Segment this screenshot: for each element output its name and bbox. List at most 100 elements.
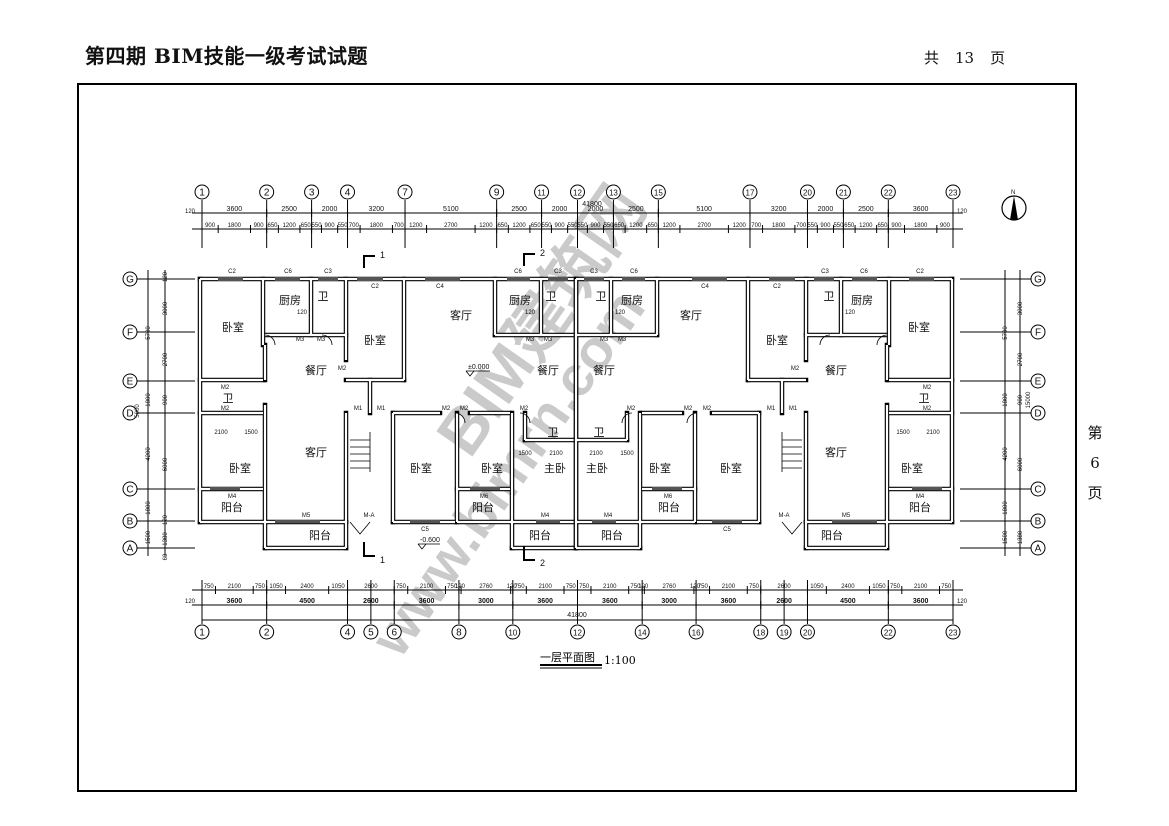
- dim-top-detail-value: 1800: [228, 223, 242, 229]
- dim-top-detail-value: 650: [614, 223, 625, 229]
- dim-top-axes-value: 5100: [443, 206, 459, 213]
- dim-bottom-detail-value: 2100: [420, 584, 434, 590]
- dim-left-inner: 6000: [163, 457, 169, 471]
- dim-bottom-detail-value: 750: [749, 584, 760, 590]
- plan-tag: M1: [789, 406, 798, 412]
- room-label: 卧室: [901, 461, 923, 475]
- axis-bottom-5: 5: [368, 628, 374, 639]
- total-prefix: 共: [924, 49, 940, 67]
- dim-bottom-detail-value: 2100: [228, 584, 242, 590]
- room-label: 餐厅: [537, 363, 559, 377]
- room-label: 阳台: [601, 528, 623, 542]
- axis-bottom-1: 1: [199, 628, 205, 639]
- dim-bottom-detail-value: 120: [690, 584, 701, 590]
- axis-bottom-12: 12: [573, 629, 582, 638]
- dim-bottom-detail-value: 750: [447, 584, 458, 590]
- dim-top-axes-value: 2000: [818, 206, 834, 213]
- dim-top-detail-value: 650: [268, 223, 279, 229]
- dim-left-extra: 5000: [135, 404, 141, 418]
- dim-top-axes-value: 3600: [227, 206, 243, 213]
- dim-bottom-detail-value: 2100: [722, 584, 736, 590]
- axis-row-left-B: B: [127, 517, 134, 528]
- axis-row-left-C-bubble: [122, 481, 138, 497]
- plan-tag: C2: [773, 284, 781, 290]
- dim-left-outer: 1800: [146, 501, 152, 515]
- axis-top-3-bubble: [304, 184, 320, 200]
- dim-top-end-left: 120: [185, 209, 196, 215]
- axis-row-left-E: E: [127, 377, 134, 388]
- plan-tag: 1500: [518, 451, 532, 457]
- dim-top-detail-value: 900: [555, 223, 566, 229]
- plan-tag: M5: [842, 513, 851, 519]
- dim-top-axes-value: 2500: [628, 206, 644, 213]
- window: [769, 277, 795, 281]
- dim-bottom-detail-value: 1050: [872, 584, 886, 590]
- dim-left-outer: 1800: [146, 393, 152, 407]
- dim-top-axes-value: 2500: [281, 206, 297, 213]
- door-swing: [264, 334, 276, 346]
- axis-row-right-G: G: [1034, 275, 1042, 286]
- plan-tag: 120: [525, 310, 536, 316]
- dim-bottom-axes-value: 3600: [419, 598, 435, 605]
- dim-bottom-detail-value: 2400: [300, 584, 314, 590]
- room-label: 卧室: [364, 333, 386, 347]
- dim-bottom-axes-value: 4500: [840, 598, 856, 605]
- north-label: N: [1011, 190, 1015, 196]
- plan-tag: C3: [590, 269, 598, 275]
- plan-tag: M4: [604, 513, 613, 519]
- dim-bottom-axes-value: 4500: [299, 598, 315, 605]
- axis-row-right-A: A: [1035, 544, 1042, 555]
- plan-tag: C4: [701, 284, 709, 290]
- window: [275, 277, 300, 281]
- plan-tag: M1: [377, 406, 386, 412]
- axis-bottom-14-bubble: [634, 624, 650, 640]
- dim-left-inner: 900: [163, 394, 169, 405]
- plan-tag: M2: [791, 366, 800, 372]
- plan-tag: C3: [324, 269, 332, 275]
- room-label: 阳台: [821, 528, 843, 542]
- plan-tag: M1: [354, 406, 363, 412]
- plan-tag: C2: [916, 269, 924, 275]
- axis-top-9-bubble: [489, 184, 505, 200]
- axis-bottom-12-bubble: [570, 624, 585, 640]
- floor-level: ±0.000: [468, 364, 489, 371]
- dim-top-detail-value: 550: [568, 223, 579, 229]
- axis-bottom-19-bubble: [776, 624, 792, 640]
- axis-bottom-6-bubble: [386, 624, 402, 640]
- door-swing: [686, 412, 698, 424]
- dim-top-detail-value: 1800: [370, 223, 384, 229]
- axis-row-left-C: C: [126, 485, 133, 496]
- dim-right-total: 15000: [1026, 391, 1032, 408]
- axis-top-22: 22: [884, 189, 893, 198]
- plan-tag: 120: [615, 310, 626, 316]
- dim-top-axes-value: 2500: [511, 206, 527, 213]
- room-label: 主卧: [544, 462, 566, 475]
- door-swing: [876, 334, 888, 346]
- axis-row-left-A: A: [127, 544, 134, 555]
- plan-tag: 1500: [244, 430, 258, 436]
- dim-bottom-detail-value: 750: [698, 584, 709, 590]
- plan-tag: M4: [541, 513, 550, 519]
- axis-row-right-B-bubble: [1030, 513, 1046, 529]
- plan-tag: M3: [296, 337, 305, 343]
- dim-bottom-detail-value: 1050: [810, 584, 824, 590]
- dim-bottom-axes-value: 3600: [721, 598, 737, 605]
- axis-bottom-16: 16: [692, 629, 701, 638]
- dim-top-axes-value: 2500: [858, 206, 874, 213]
- window: [912, 487, 942, 490]
- dim-top-total: 41800: [582, 201, 602, 208]
- axis-top-22-bubble: [880, 184, 896, 200]
- dim-top-axes-value: 2000: [322, 206, 338, 213]
- dim-top-detail-value: 900: [590, 223, 601, 229]
- axis-row-right-C: C: [1034, 485, 1041, 496]
- dim-top-detail-value: 700: [394, 223, 405, 229]
- dim-bottom-axes-value: 3600: [537, 598, 553, 605]
- dim-left-outer: 1500: [146, 530, 152, 544]
- window: [712, 520, 742, 523]
- axis-bottom-18: 18: [756, 629, 765, 638]
- axis-top-4: 4: [345, 188, 351, 199]
- plan-tag: M3: [526, 337, 535, 343]
- room-label: 卧室: [410, 461, 432, 475]
- room-label: 卫: [596, 291, 607, 303]
